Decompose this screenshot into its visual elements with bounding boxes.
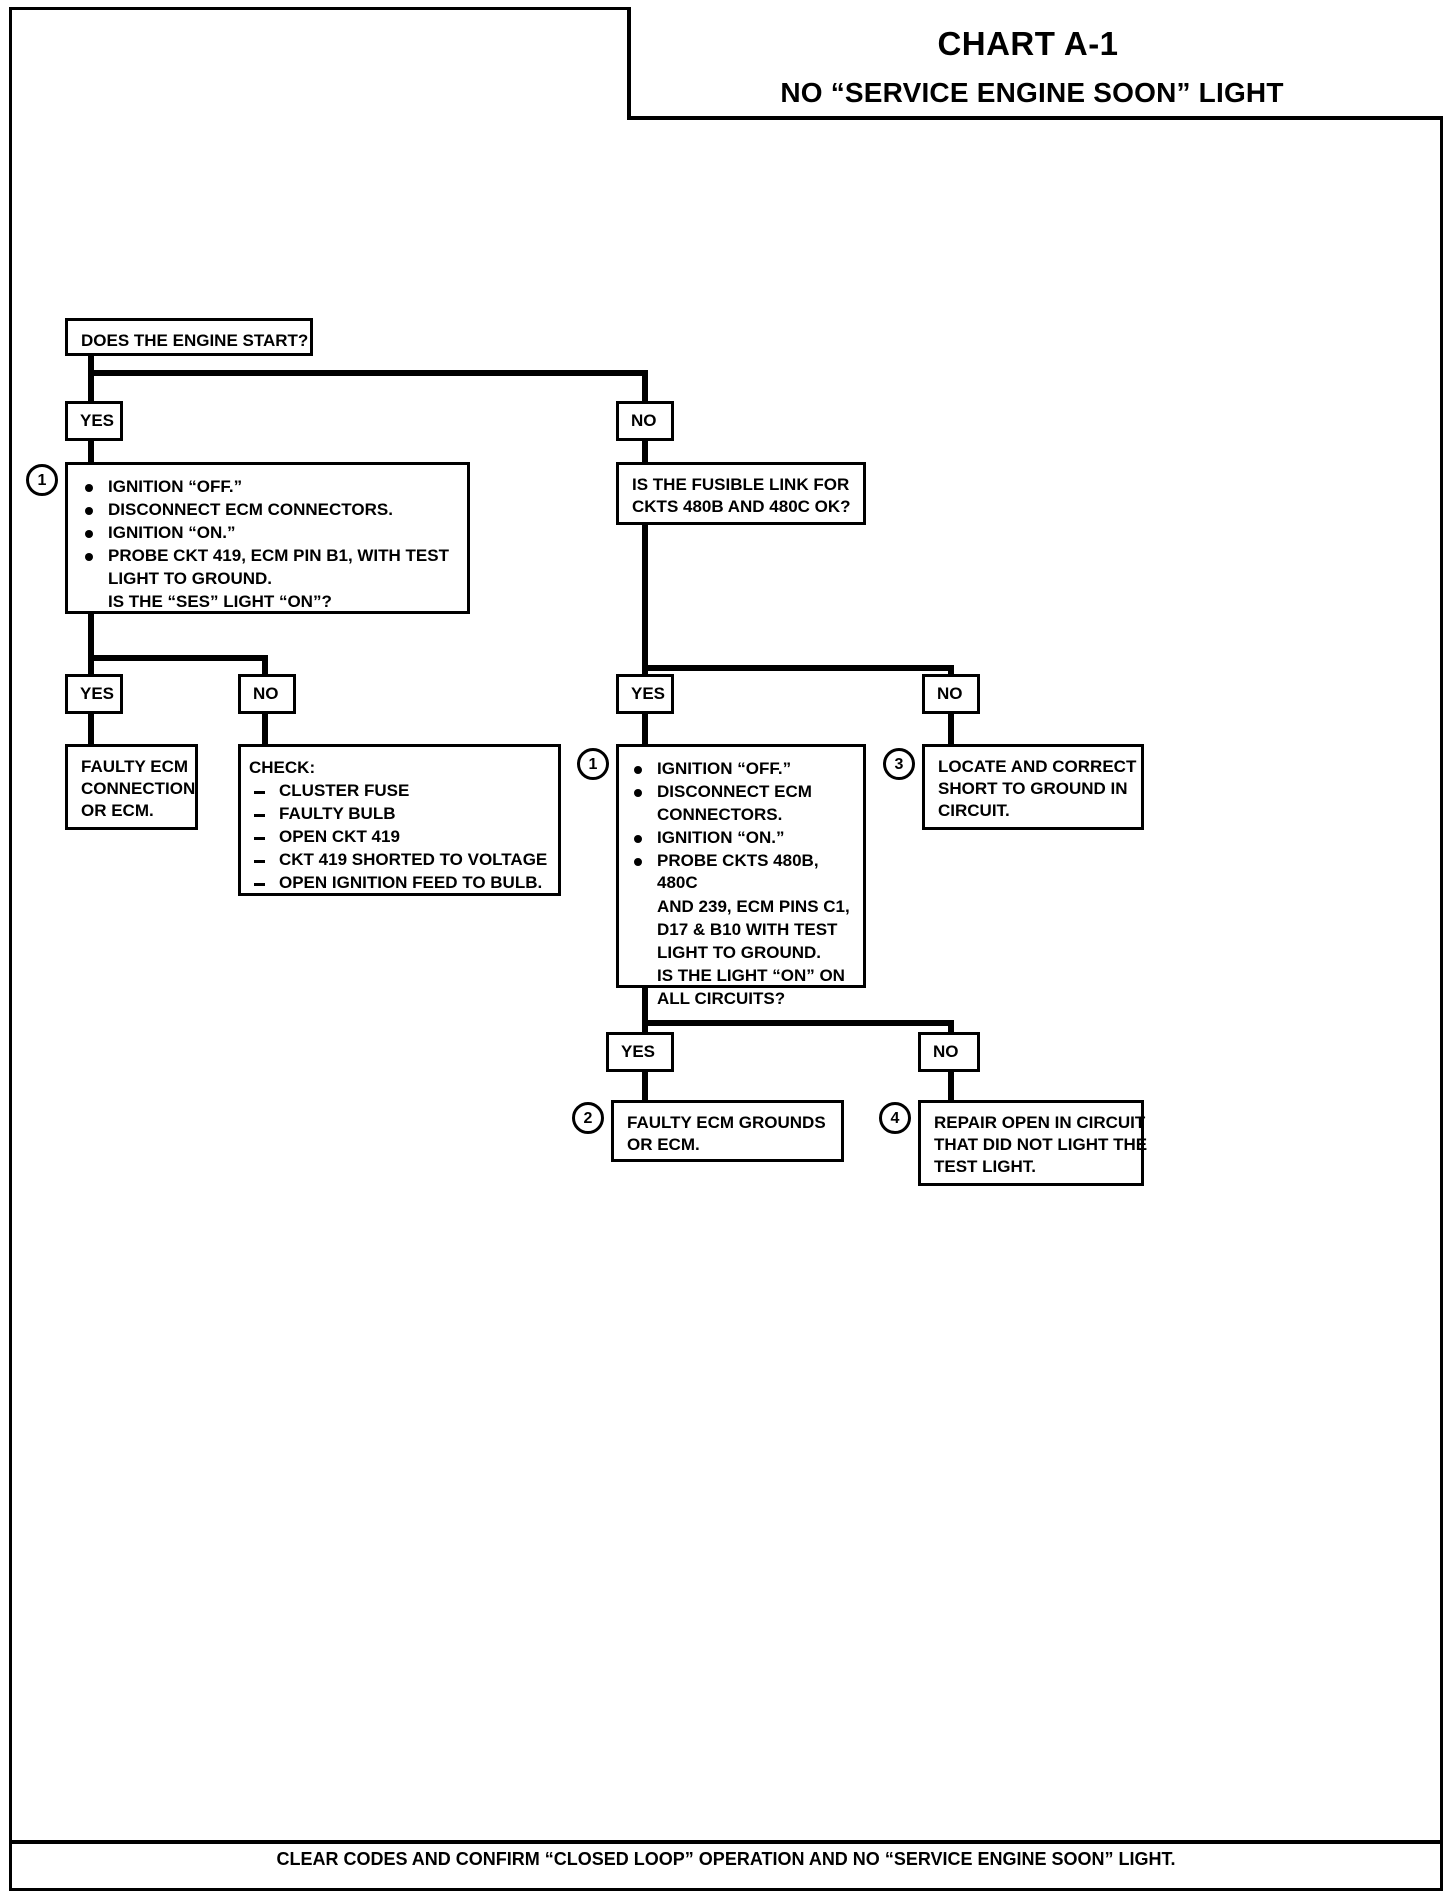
- step1-right-list: IGNITION “OFF.” DISCONNECT ECM CONNECTOR…: [627, 758, 855, 1010]
- connector-fusible-down: [642, 525, 648, 670]
- fusible-question-line-2: CKTS 480B AND 480C OK?: [632, 497, 851, 517]
- step1-left-list: IGNITION “OFF.” DISCONNECT ECM CONNECTOR…: [78, 476, 457, 614]
- title-block: CHART A-1 NO “SERVICE ENGINE SOON” LIGHT: [627, 7, 1443, 120]
- connector-right-to-no: [642, 370, 648, 406]
- faulty-ecm-connection-line-3: OR ECM.: [81, 801, 154, 821]
- tag-no-engine-start[interactable]: NO: [616, 401, 674, 441]
- repair-open-line-2: THAT DID NOT LIGHT THE: [934, 1135, 1148, 1155]
- faulty-ecm-connection-line-1: FAULTY ECM: [81, 757, 189, 776]
- connector-step1-split: [88, 655, 268, 661]
- connector-no3-down: [948, 712, 954, 745]
- connector-step1r-split: [642, 1020, 954, 1026]
- step1-right-bullet-1: IGNITION “OFF.”: [627, 758, 855, 780]
- step1-right-bullet-4: PROBE CKTS 480B, 480C: [627, 850, 855, 894]
- tag-yes-all-circuits[interactable]: YES: [606, 1032, 674, 1072]
- check-item-2: FAULTY BULB: [249, 803, 550, 825]
- step-marker-3: 3: [883, 748, 915, 780]
- node-locate-correct-short[interactable]: LOCATE AND CORRECT SHORT TO GROUND IN CI…: [922, 744, 1144, 830]
- step-marker-1-right: 1: [577, 748, 609, 780]
- node-step1-right[interactable]: IGNITION “OFF.” DISCONNECT ECM CONNECTOR…: [616, 744, 866, 1008]
- node-faulty-ecm-grounds[interactable]: FAULTY ECM GROUNDS OR ECM.: [611, 1100, 844, 1162]
- connector-no1-down: [642, 437, 648, 467]
- check-heading: CHECK:: [249, 758, 316, 777]
- step1-left-bullet-3: IGNITION “ON.”: [78, 522, 457, 544]
- check-item-3: OPEN CKT 419: [249, 826, 550, 848]
- locate-correct-short-line-3: CIRCUIT.: [938, 801, 1010, 821]
- step1-right-cont-1: AND 239, ECM PINS C1,: [657, 896, 850, 916]
- tag-yes-fusible-ok[interactable]: YES: [616, 674, 674, 714]
- faulty-ecm-grounds-line-2: OR ECM.: [627, 1135, 700, 1155]
- step1-right-cont-5: ALL CIRCUITS?: [657, 988, 786, 1008]
- start-question-text: DOES THE ENGINE START?: [81, 331, 309, 350]
- step1-right-bullet-2-cont: CONNECTORS.: [657, 805, 783, 825]
- connector-yes3-down: [642, 712, 648, 745]
- connector-step1-down: [88, 612, 94, 660]
- tag-yes-ses-light[interactable]: YES: [65, 674, 123, 714]
- connector-step1-yes-down: [88, 655, 94, 677]
- repair-open-line-1: REPAIR OPEN IN CIRCUIT: [934, 1113, 1146, 1132]
- node-fusible-question[interactable]: IS THE FUSIBLE LINK FOR CKTS 480B AND 48…: [616, 462, 866, 525]
- connector-start-down: [88, 352, 94, 374]
- locate-correct-short-line-1: LOCATE AND CORRECT: [938, 757, 1137, 776]
- connector-step1-no-down: [262, 655, 268, 677]
- step-marker-4: 4: [879, 1102, 911, 1134]
- check-item-5: OPEN IGNITION FEED TO BULB.: [249, 872, 550, 894]
- chart-title: NO “SERVICE ENGINE SOON” LIGHT: [780, 77, 1284, 108]
- node-start-question[interactable]: DOES THE ENGINE START?: [65, 318, 313, 356]
- repair-open-line-3: TEST LIGHT.: [934, 1157, 1036, 1177]
- tag-yes-engine-start[interactable]: YES: [65, 401, 123, 441]
- connector-no2-down: [262, 712, 268, 745]
- step1-right-bullet-2: DISCONNECT ECM: [627, 781, 855, 803]
- tag-no-all-circuits[interactable]: NO: [918, 1032, 980, 1072]
- step1-right-bullet-3: IGNITION “ON.”: [627, 827, 855, 849]
- connector-yes4-down: [642, 1070, 648, 1104]
- faulty-ecm-grounds-line-1: FAULTY ECM GROUNDS: [627, 1113, 826, 1132]
- node-faulty-ecm-connection[interactable]: FAULTY ECM CONNECTION OR ECM.: [65, 744, 198, 830]
- connector-fusible-split: [642, 665, 954, 671]
- tag-no-ses-light[interactable]: NO: [238, 674, 296, 714]
- footer-note: CLEAR CODES AND CONFIRM “CLOSED LOOP” OP…: [276, 1849, 1176, 1869]
- check-item-1: CLUSTER FUSE: [249, 780, 550, 802]
- check-list: CHECK: CLUSTER FUSE FAULTY BULB OPEN CKT…: [249, 757, 550, 895]
- connector-left-to-yes: [88, 370, 94, 406]
- node-step1-left[interactable]: IGNITION “OFF.” DISCONNECT ECM CONNECTOR…: [65, 462, 470, 614]
- check-item-4: CKT 419 SHORTED TO VOLTAGE: [249, 849, 550, 871]
- node-repair-open-circuit[interactable]: REPAIR OPEN IN CIRCUIT THAT DID NOT LIGH…: [918, 1100, 1148, 1186]
- footer-divider: [12, 1840, 1440, 1844]
- fusible-question-line-1: IS THE FUSIBLE LINK FOR: [632, 475, 850, 494]
- step1-left-bullet-4: PROBE CKT 419, ECM PIN B1, WITH TEST: [78, 545, 457, 567]
- connector-step1r-yes-down: [642, 1020, 648, 1040]
- step1-left-cont-1: LIGHT TO GROUND.: [108, 569, 273, 589]
- step1-right-cont-3: LIGHT TO GROUND.: [657, 942, 822, 962]
- step1-left-cont-2: IS THE “SES” LIGHT “ON”?: [108, 592, 332, 612]
- connector-step1r-down: [642, 985, 648, 1025]
- step1-left-bullet-2: DISCONNECT ECM CONNECTORS.: [78, 499, 457, 521]
- step1-left-bullet-1: IGNITION “OFF.”: [78, 476, 457, 498]
- node-check-list[interactable]: CHECK: CLUSTER FUSE FAULTY BULB OPEN CKT…: [238, 744, 561, 896]
- connector-step1r-no-down: [948, 1020, 954, 1040]
- locate-correct-short-line-2: SHORT TO GROUND IN: [938, 779, 1128, 799]
- tag-no-fusible-ok[interactable]: NO: [922, 674, 980, 714]
- step1-right-cont-4: IS THE LIGHT “ON” ON: [657, 965, 845, 985]
- faulty-ecm-connection-line-2: CONNECTION: [81, 779, 196, 799]
- step-marker-1-left: 1: [26, 464, 58, 496]
- chart-number: CHART A-1: [937, 25, 1119, 62]
- connector-no4-down: [948, 1070, 954, 1104]
- step-marker-2: 2: [572, 1102, 604, 1134]
- connector-yes2-down: [88, 712, 94, 745]
- step1-right-cont-2: D17 & B10 WITH TEST: [657, 919, 838, 939]
- connector-top-split: [88, 370, 648, 376]
- connector-yes1-down: [88, 437, 94, 467]
